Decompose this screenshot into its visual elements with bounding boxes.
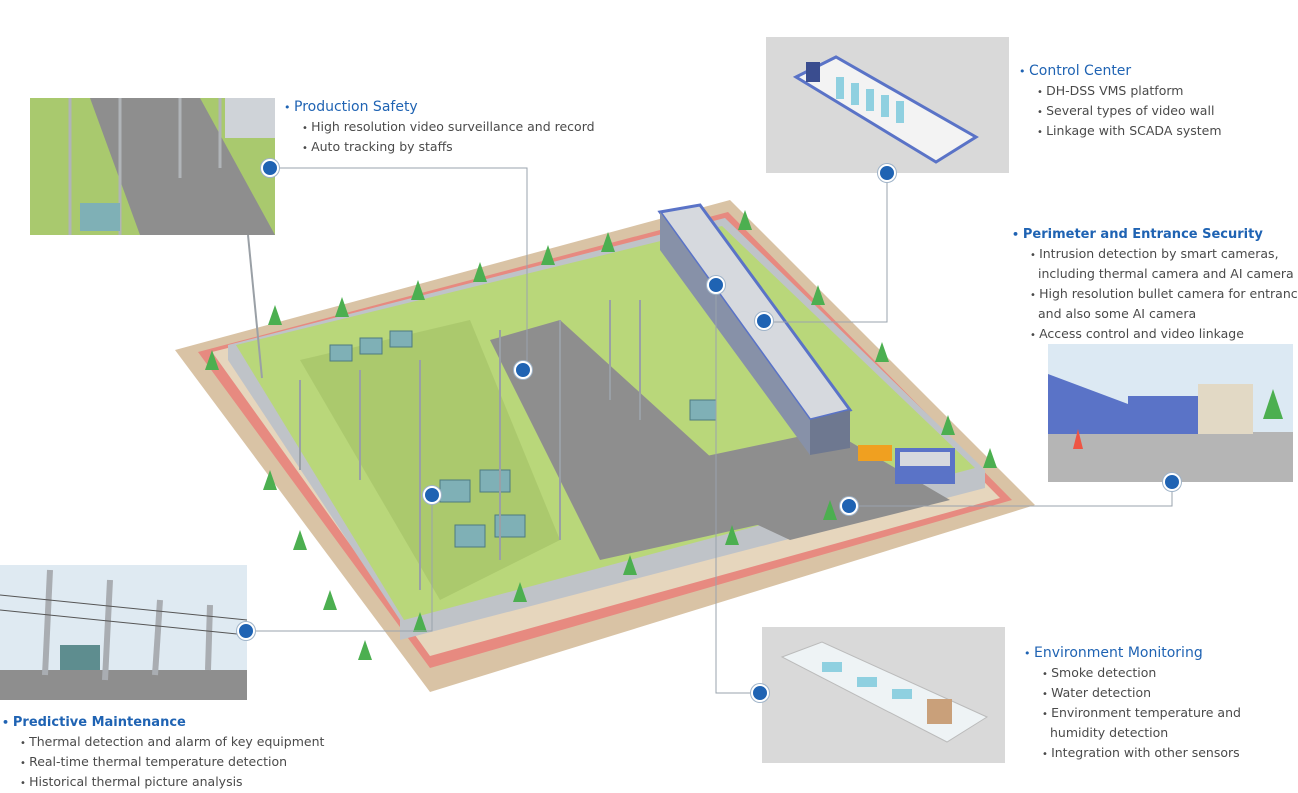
callout-title: Environment Monitoring [1024, 645, 1241, 661]
marker-production-yard[interactable] [514, 361, 532, 379]
callout-title: Production Safety [284, 99, 595, 115]
marker-control-building[interactable] [755, 312, 773, 330]
trees [205, 210, 997, 660]
marker-transformer[interactable] [423, 486, 441, 504]
callout-title: Predictive Maintenance [2, 715, 324, 730]
callout-control-center: Control Center DH-DSS VMS platform Sever… [1019, 63, 1222, 142]
marker-entrance[interactable] [840, 497, 858, 515]
callout-title: Control Center [1019, 63, 1222, 79]
callout-item: High resolution video surveillance and r… [302, 118, 594, 138]
perimeter-thumbnail [1048, 344, 1293, 482]
callout-item: Intrusion detection by smart cameras, [1030, 245, 1298, 265]
callout-item: Several types of video wall [1037, 102, 1222, 122]
callout-item: and also some AI camera [1038, 306, 1197, 321]
vehicle [858, 445, 892, 461]
callout-item: Smoke detection [1042, 664, 1241, 684]
control-building-front [660, 212, 810, 455]
callout-item: High resolution bullet camera for entran… [1030, 285, 1298, 305]
marker-predictive[interactable] [237, 622, 255, 640]
callout-item: Environment temperature and [1042, 704, 1241, 724]
callout-environment: Environment Monitoring Smoke detection W… [1024, 645, 1241, 764]
marker-control-center[interactable] [878, 164, 896, 182]
marker-production-safety[interactable] [261, 159, 279, 177]
callout-item: humidity detection [1050, 725, 1169, 740]
callout-item: Linkage with SCADA system [1037, 122, 1221, 142]
predictive-maintenance-thumbnail [0, 565, 247, 700]
marker-environment[interactable] [751, 684, 769, 702]
callout-item: Access control and video linkage [1030, 325, 1298, 345]
marker-building-top[interactable] [707, 276, 725, 294]
production-safety-thumbnail [30, 98, 275, 235]
callout-item: Auto tracking by staffs [302, 138, 595, 158]
callout-perimeter: Perimeter and Entrance Security Intrusio… [1012, 227, 1298, 345]
callout-item: Real-time thermal temperature detection [20, 753, 324, 773]
gantry-towers [247, 234, 641, 590]
callout-item: Thermal detection and alarm of key equip… [20, 733, 324, 753]
transformers [329, 330, 717, 548]
callout-item: Water detection [1042, 684, 1241, 704]
environment-monitoring-thumbnail [762, 627, 1005, 763]
callout-item: Historical thermal picture analysis [20, 773, 324, 793]
callout-item: including thermal camera and AI camera [1038, 266, 1294, 281]
callout-predictive: Predictive Maintenance Thermal detection… [2, 715, 325, 793]
callout-item: Integration with other sensors [1042, 744, 1241, 764]
callout-title: Perimeter and Entrance Security [1012, 227, 1298, 242]
marker-perimeter[interactable] [1163, 473, 1181, 491]
control-building-side [810, 410, 850, 455]
control-center-thumbnail [766, 37, 1009, 173]
callout-item: DH-DSS VMS platform [1037, 82, 1222, 102]
callout-production-safety: Production Safety High resolution video … [284, 99, 595, 158]
